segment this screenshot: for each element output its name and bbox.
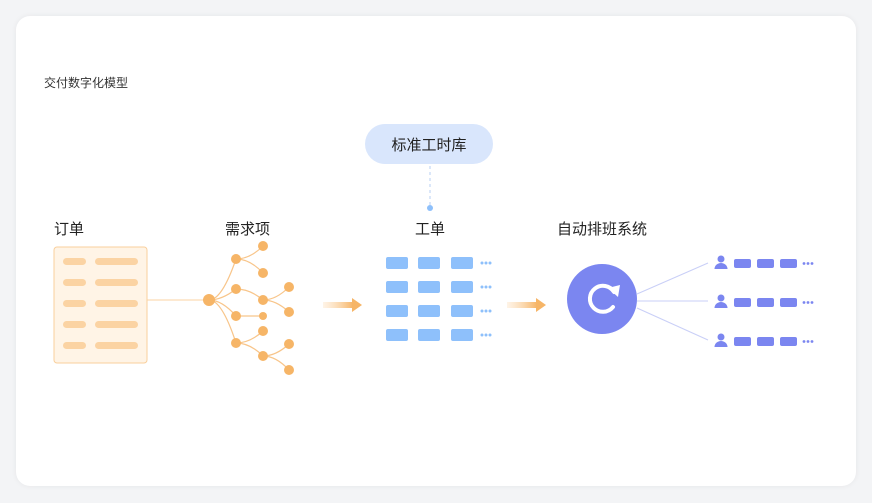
order-label: 订单 <box>54 220 85 238</box>
diagram-card <box>16 16 856 486</box>
demand-items-tree <box>208 245 290 371</box>
standard-hours-library-pill: 标准工时库 <box>365 124 493 164</box>
assignee-row <box>714 294 814 308</box>
order-document <box>53 246 148 364</box>
refresh-icon <box>587 283 620 314</box>
auto-scheduling-label: 自动排班系统 <box>557 220 648 238</box>
page-title: 交付数字化模型 <box>44 76 129 90</box>
auto-scheduling-circle <box>567 264 637 334</box>
assignee-row <box>714 333 814 347</box>
library-connector-dot <box>427 205 433 211</box>
work-order-grid <box>386 257 492 341</box>
user-icon <box>714 333 728 347</box>
standard-hours-library-label: 标准工时库 <box>391 135 467 154</box>
demand-item-nodes <box>203 241 294 375</box>
user-icon <box>714 255 728 269</box>
demand-items-label: 需求项 <box>225 220 271 238</box>
distribution-lines <box>636 262 709 341</box>
arrow-right-icon <box>323 298 362 312</box>
arrow-right-icon <box>507 298 546 312</box>
work-order-label: 工单 <box>415 220 446 238</box>
assignee-row <box>714 255 814 269</box>
user-icon <box>714 294 728 308</box>
